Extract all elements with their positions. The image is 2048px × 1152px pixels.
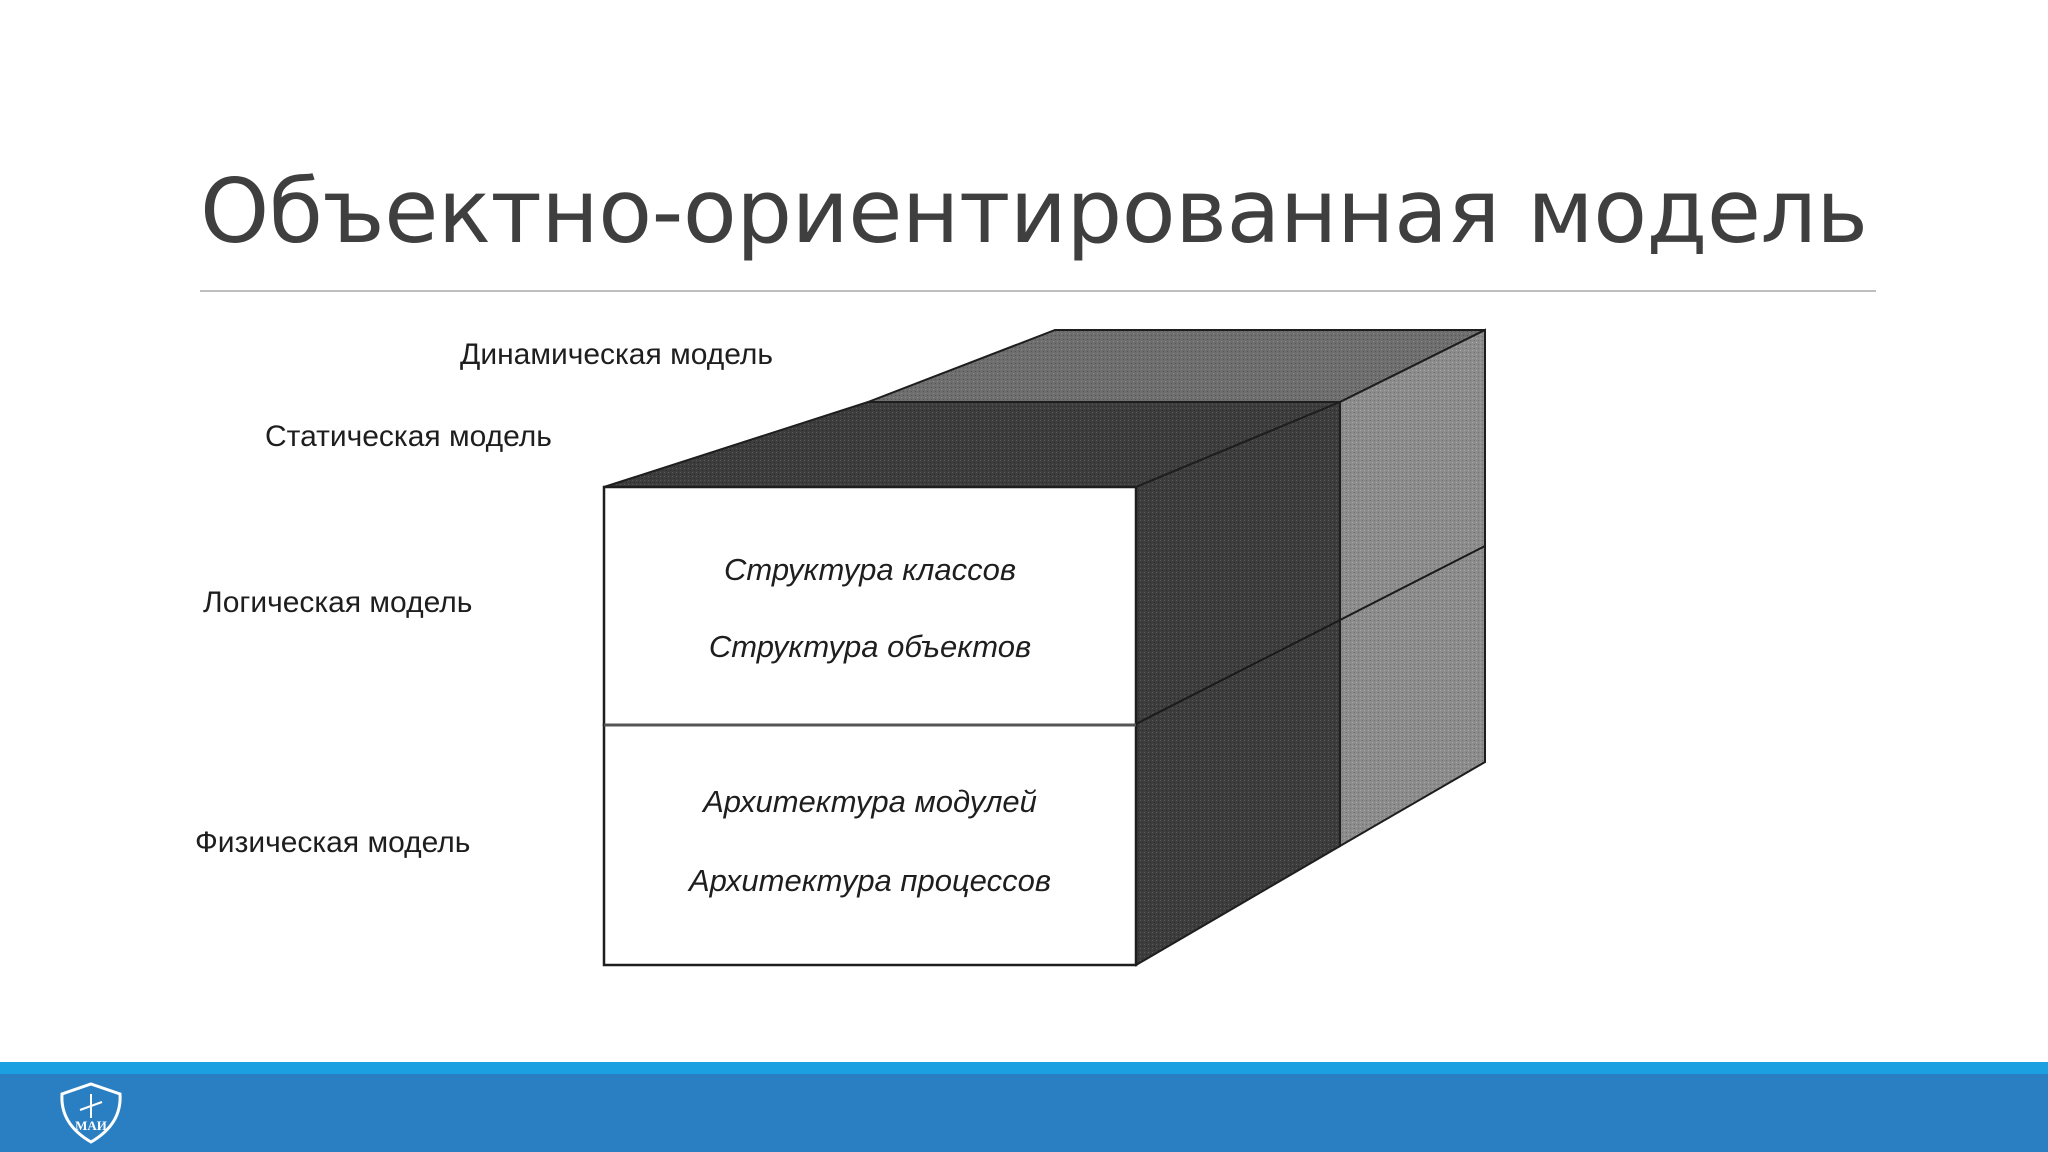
physical-model-label: Физическая модель [195, 826, 470, 859]
process-architecture-label: Архитектура процессов [687, 863, 1051, 898]
title-divider [200, 290, 1876, 292]
slide-title: Объектно-ориентированная модель [200, 160, 1868, 263]
static-model-label: Статическая модель [265, 420, 552, 453]
dynamic-model-side-face [1339, 328, 1486, 848]
layer-divider-side [1135, 619, 1341, 725]
mai-logo-icon: МАИ [60, 1082, 122, 1144]
module-architecture-label: Архитектура модулей [701, 784, 1037, 819]
object-structure-label: Структура объектов [709, 629, 1031, 664]
dynamic-model-label: Динамическая модель [460, 338, 773, 371]
footer-accent-strip [0, 1062, 2048, 1074]
physical-model-front-face [602, 723, 1138, 967]
class-structure-label: Структура классов [724, 552, 1016, 587]
logo-text: МАИ [75, 1118, 107, 1133]
logical-model-front-face [602, 485, 1138, 727]
layer-divider-back [1339, 545, 1486, 621]
logical-model-label: Логическая модель [203, 586, 472, 619]
static-model-side-face [1135, 400, 1341, 967]
footer-bar [0, 1074, 2048, 1152]
